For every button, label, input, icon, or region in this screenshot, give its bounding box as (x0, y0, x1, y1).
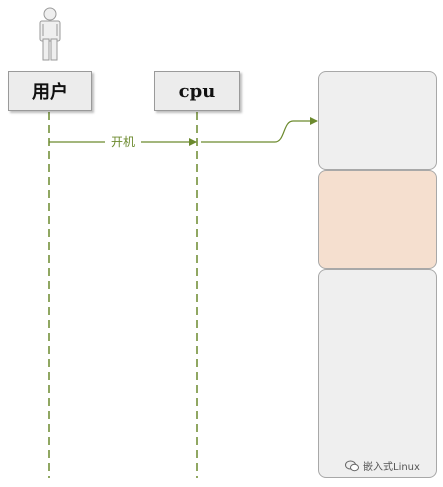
message-label: 开机 (105, 134, 141, 150)
person-icon (39, 7, 61, 61)
actor-cpu-label: cpu (178, 80, 216, 102)
memory-block-middle (318, 170, 437, 269)
wechat-icon (345, 460, 359, 471)
memory-block-bottom (318, 269, 437, 478)
actor-user: 用户 (8, 71, 92, 111)
actor-user-label: 用户 (32, 82, 68, 103)
cpu-to-memory-arrow (201, 117, 318, 143)
memory-block-top (318, 71, 437, 170)
watermark: 嵌入式Linux (345, 458, 420, 473)
actor-cpu: cpu (154, 71, 240, 111)
watermark-text: 嵌入式Linux (363, 462, 420, 473)
